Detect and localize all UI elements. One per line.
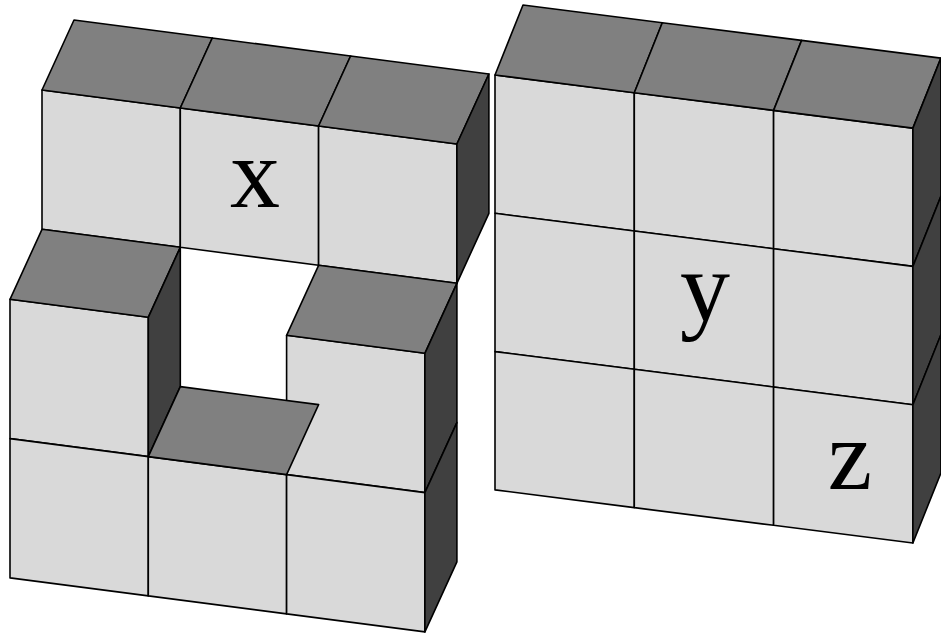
cube-letter: z xyxy=(828,406,872,506)
cube-front-face xyxy=(10,299,148,456)
cube-top-face xyxy=(634,23,801,111)
cube-front-face xyxy=(634,93,773,249)
cube-top-face xyxy=(774,40,941,128)
cube-front-face xyxy=(774,249,913,405)
cube-front-face xyxy=(10,439,148,596)
cube-front-face xyxy=(774,110,913,266)
cube-front-face xyxy=(634,231,773,387)
cube-front-face xyxy=(148,457,286,614)
cube-top-face xyxy=(495,5,662,93)
cube-letter: x xyxy=(230,124,280,224)
cube-front-face xyxy=(42,90,180,247)
cube-front-face xyxy=(495,352,634,508)
cube-front-face xyxy=(495,75,634,231)
cube-side-face xyxy=(457,74,489,283)
cube-front-face xyxy=(634,369,773,525)
cube-front-face xyxy=(319,126,457,283)
cube-top-face xyxy=(148,387,318,475)
cube-front-face xyxy=(180,108,318,265)
cube-front-face xyxy=(495,213,634,369)
cube-side-face xyxy=(425,423,457,632)
cube-front-face xyxy=(287,475,425,632)
cube-front-face xyxy=(774,387,913,543)
cube-side-face xyxy=(913,335,941,543)
cube-letter: y xyxy=(680,238,730,338)
